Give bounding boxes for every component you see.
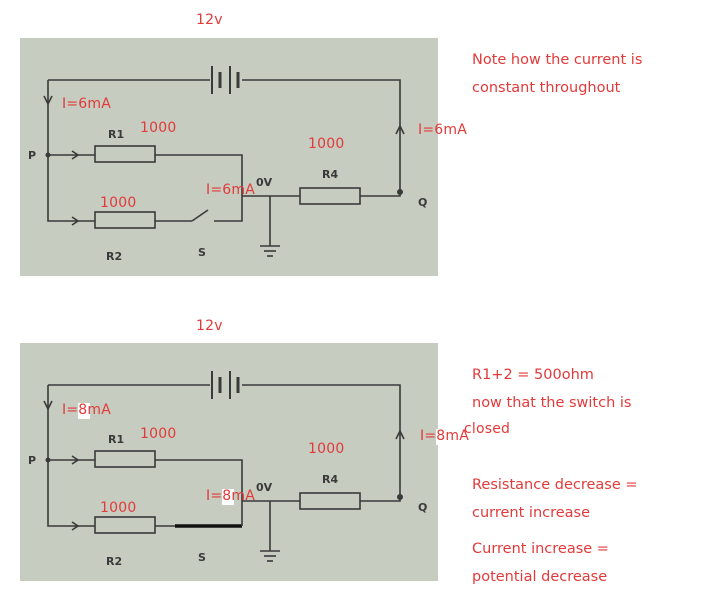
current-left-annotation: I=8mA [62, 402, 111, 418]
note-line: constant throughout [472, 80, 621, 96]
battery-voltage-annotation: 12v [196, 318, 223, 334]
note-line: Resistance decrease = [472, 477, 638, 493]
r1-value-annotation: 1000 [140, 120, 177, 136]
note-line: potential decrease [472, 569, 608, 585]
note-line: Current increase = [472, 541, 609, 557]
highlight-patch [436, 429, 448, 445]
switch-open [191, 209, 209, 222]
r1-label: R1 [108, 128, 124, 141]
resistor-r1 [94, 450, 156, 468]
switch-label: S [198, 551, 206, 564]
r1-value-annotation: 1000 [140, 426, 177, 442]
r4-label: R4 [322, 473, 338, 486]
circuit-schematic: P Q R1 R2 R4 S 0V [28, 371, 427, 568]
note-resistance-current: Resistance decrease = current increase [472, 471, 638, 527]
current-right-annotation: I=8mA [420, 428, 469, 444]
battery-voltage-annotation: 12v [196, 12, 223, 28]
highlight-patch [78, 403, 90, 419]
circuit-diagram-open-switch: P Q R1 R2 R4 S 0V [20, 38, 438, 276]
resistor-r4 [299, 492, 361, 510]
switch-label: S [198, 246, 206, 259]
note-current-potential: Current increase = potential decrease [472, 535, 609, 591]
r4-value-annotation: 1000 [308, 441, 345, 457]
resistor-r1 [94, 145, 156, 163]
r2-value-annotation: 1000 [100, 195, 137, 211]
r2-label: R2 [106, 555, 122, 568]
zero-volt-label: 0V [256, 481, 273, 494]
resistor-r2 [94, 211, 156, 229]
zero-volt-label: 0V [256, 176, 273, 189]
current-right-annotation: I=6mA [418, 122, 467, 138]
highlight-patch [222, 489, 234, 505]
r4-label: R4 [322, 168, 338, 181]
resistor-r4 [299, 187, 361, 205]
node-p-label: P [28, 149, 36, 162]
note-line: now that the switch is [472, 395, 632, 411]
current-middle-annotation: I=8mA [206, 488, 255, 504]
r4-value-annotation: 1000 [308, 136, 345, 152]
note-line: Note how the current is [472, 52, 643, 68]
circuit-diagram-closed-switch: P Q R1 R2 R4 S 0V [20, 343, 438, 581]
r2-label: R2 [106, 250, 122, 263]
note-combined-resistance: R1+2 = 500ohm now that the switch is [472, 361, 631, 417]
note-current-constant: Note how the current is constant through… [472, 46, 642, 102]
note-line: R1+2 = 500ohm [472, 367, 594, 383]
resistor-r2 [94, 516, 156, 534]
circuit-schematic: P Q R1 R2 R4 S 0V [28, 66, 427, 263]
closed-fragment: closed [464, 421, 511, 437]
note-line: current increase [472, 505, 591, 521]
node-q-label: Q [418, 196, 427, 209]
current-left-annotation: I=6mA [62, 96, 111, 112]
node-p-label: P [28, 454, 36, 467]
r2-value-annotation: 1000 [100, 500, 137, 516]
r1-label: R1 [108, 433, 124, 446]
current-middle-annotation: I=6mA [206, 182, 255, 198]
node-q-label: Q [418, 501, 427, 514]
